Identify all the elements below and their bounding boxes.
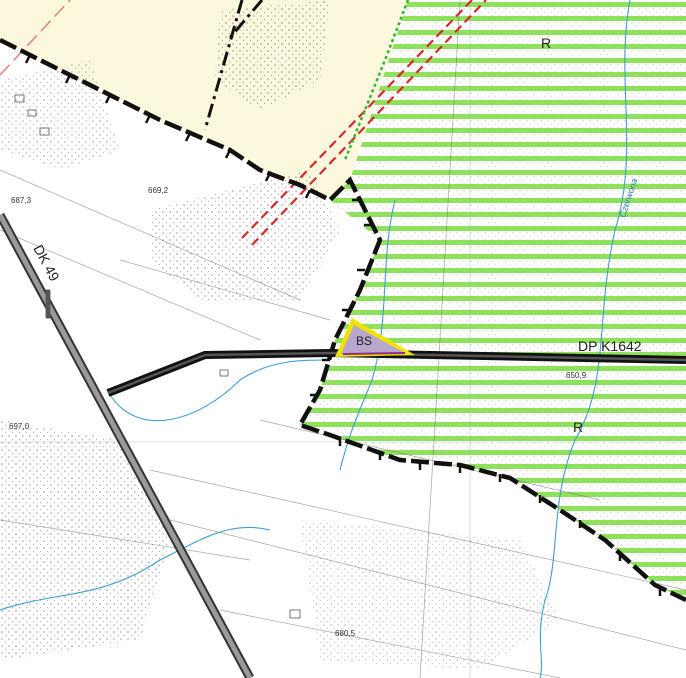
national-road-dk49: [0, 212, 254, 678]
elevation-label: 669,2: [148, 186, 169, 195]
bs-area-label: BS: [356, 334, 372, 348]
elevation-label: 687,3: [11, 196, 32, 205]
zone-boundary: [0, 37, 686, 603]
dash-dot-boundaries: [203, 0, 264, 131]
elevation-label: 650,9: [566, 371, 587, 380]
district-road-k1642: [106, 348, 686, 397]
elevation-label: 697,0: [9, 422, 30, 431]
zone-label-r-bottom: R: [573, 419, 583, 435]
zone-label-r-top: R: [541, 35, 551, 51]
boundary-ticks: [24, 54, 662, 596]
streams: [0, 0, 631, 678]
planned-road-corridor: [0, 0, 487, 246]
green-dotted-boundary: [343, 0, 410, 161]
building-symbols: [14, 94, 301, 619]
road-label-dp-k1642: DP K1642: [578, 338, 642, 354]
dotted-field-bottom-left: [0, 420, 170, 660]
dotted-field-top: [215, 0, 330, 110]
elevation-label: 680,5: [335, 629, 356, 638]
bs-area: BS: [335, 318, 415, 357]
dotted-field-bottom-right: [300, 520, 560, 670]
